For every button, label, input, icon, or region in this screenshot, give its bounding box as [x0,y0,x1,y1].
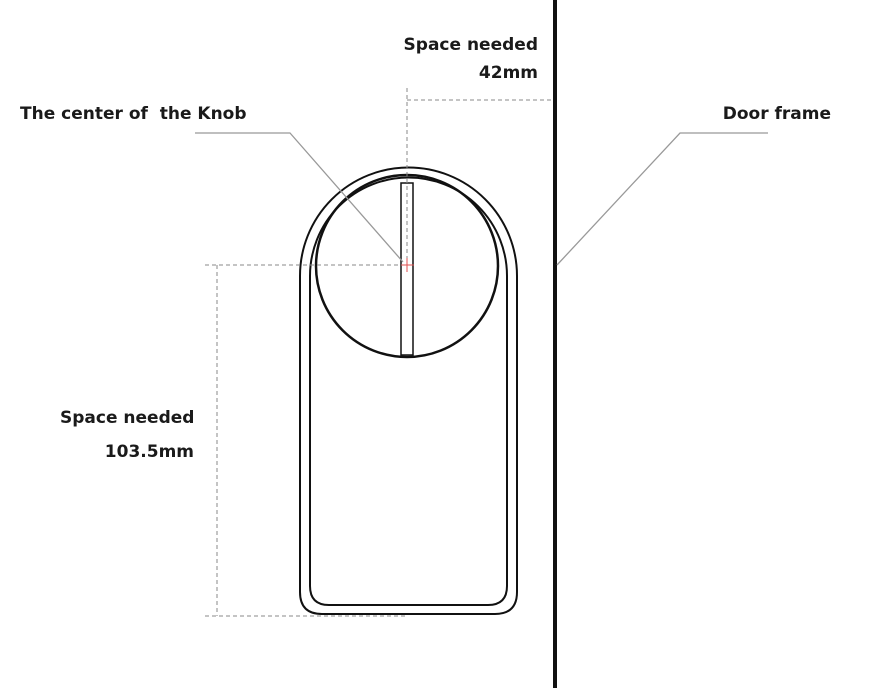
top-space-value: 42mm [478,63,538,83]
top-space-title: Space needed [403,35,538,55]
side-space-value: 103.5mm [104,442,194,462]
center-mark-icon [401,258,414,272]
dimension-lines [205,88,553,617]
knob-center-label: The center of the Knob [20,104,247,124]
knob-leader-line [195,132,404,263]
lock-inner-outline [309,176,508,606]
door-frame-leader-line [556,132,768,266]
side-space-title: Space needed [60,408,195,428]
door-frame-label: Door frame [722,104,831,124]
lock-outer-outline [299,166,518,615]
